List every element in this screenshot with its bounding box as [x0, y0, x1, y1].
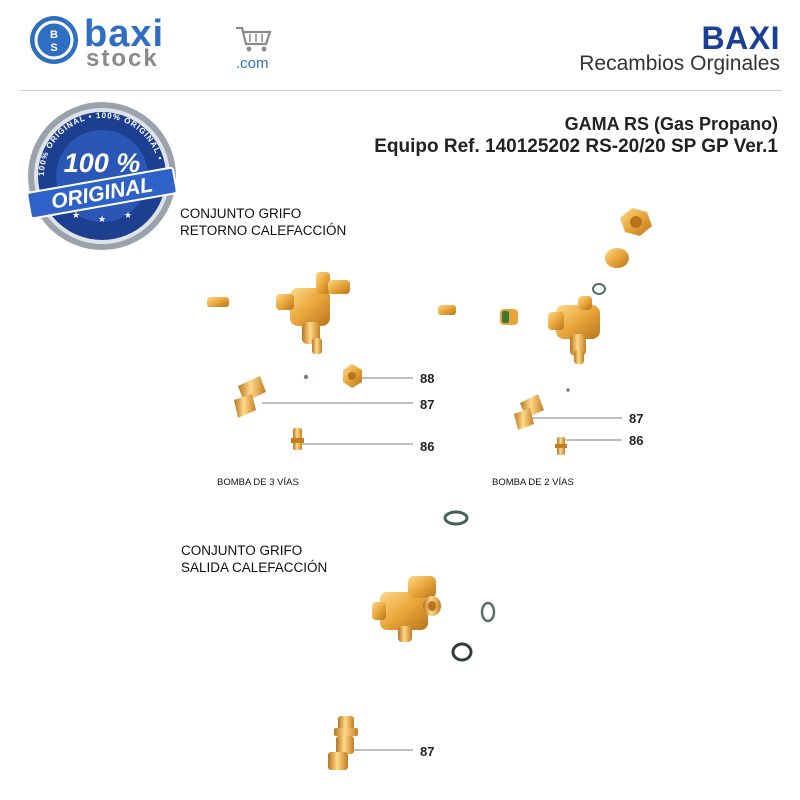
fitting-87-right[interactable] [514, 394, 544, 430]
original-seal-icon: 100% ORIGINAL • 100% ORIGINAL • 100 % OR… [26, 102, 178, 250]
retorno-valve-left[interactable] [207, 272, 350, 354]
svg-text:S: S [50, 42, 57, 54]
fitting-87-bottom[interactable] [328, 716, 358, 770]
salida-valve[interactable] [372, 576, 441, 642]
equipment-ref-title: Equipo Ref. 140125202 RS-20/20 SP GP Ver… [374, 136, 778, 157]
callout-86-left[interactable]: 86 [420, 439, 435, 454]
salida-assembly-label: CONJUNTO GRIFO SALIDA CALEFACCIÓN [181, 542, 327, 576]
svg-text:★: ★ [98, 214, 106, 224]
header-divider [20, 90, 782, 91]
small-oring-right [566, 388, 570, 392]
callout-87-right[interactable]: 87 [629, 411, 644, 426]
shopping-cart-icon [236, 26, 272, 52]
logo-suffix-text: .com [236, 55, 269, 72]
brand-tagline: Recambios Orginales [579, 52, 780, 75]
retorno-assembly-label: CONJUNTO GRIFO RETORNO CALEFACCIÓN [180, 205, 346, 239]
svg-text:★: ★ [72, 210, 80, 220]
callout-87-bottom[interactable]: 87 [420, 744, 435, 759]
small-oring-left [303, 374, 309, 380]
oring-salida-right [480, 601, 496, 623]
brand-name: BAXI [701, 20, 780, 56]
oring-salida-bottom [451, 642, 473, 662]
callout-88[interactable]: 88 [420, 371, 435, 386]
baxistock-logo[interactable]: B S baxi stock .com [28, 12, 298, 74]
fitting-87-left[interactable] [234, 376, 266, 418]
two-way-pump-label: BOMBA DE 2 VÍAS [492, 477, 574, 488]
logo-top-text: baxi [84, 13, 164, 55]
callout-86-right[interactable]: 86 [629, 433, 644, 448]
nut-right-top[interactable] [620, 208, 652, 236]
salida-label-line2: SALIDA CALEFACCIÓN [181, 560, 328, 575]
nipple-86-right[interactable] [555, 437, 567, 455]
svg-text:★: ★ [124, 210, 132, 220]
salida-label-line1: CONJUNTO GRIFO [181, 543, 303, 558]
svg-text:B: B [50, 29, 58, 41]
small-fitting-centre[interactable] [438, 305, 456, 315]
product-range-title: GAMA RS (Gas Propano) [564, 114, 778, 134]
logo-bottom-text: stock [86, 45, 159, 72]
oring-right [592, 283, 606, 295]
nipple-86-left[interactable] [291, 428, 304, 450]
seal-percent: 100 % [64, 148, 141, 178]
oring-salida-top [443, 510, 469, 526]
washer-right[interactable] [605, 248, 629, 268]
three-way-pump-label: BOMBA DE 3 VÍAS [217, 477, 299, 488]
retorno-label-line2: RETORNO CALEFACCIÓN [180, 223, 347, 238]
nut-88[interactable] [343, 364, 362, 388]
retorno-valve-right[interactable] [548, 296, 600, 364]
retorno-label-line1: CONJUNTO GRIFO [180, 206, 302, 221]
green-oring-centre[interactable] [500, 309, 518, 325]
callout-87-left[interactable]: 87 [420, 397, 435, 412]
